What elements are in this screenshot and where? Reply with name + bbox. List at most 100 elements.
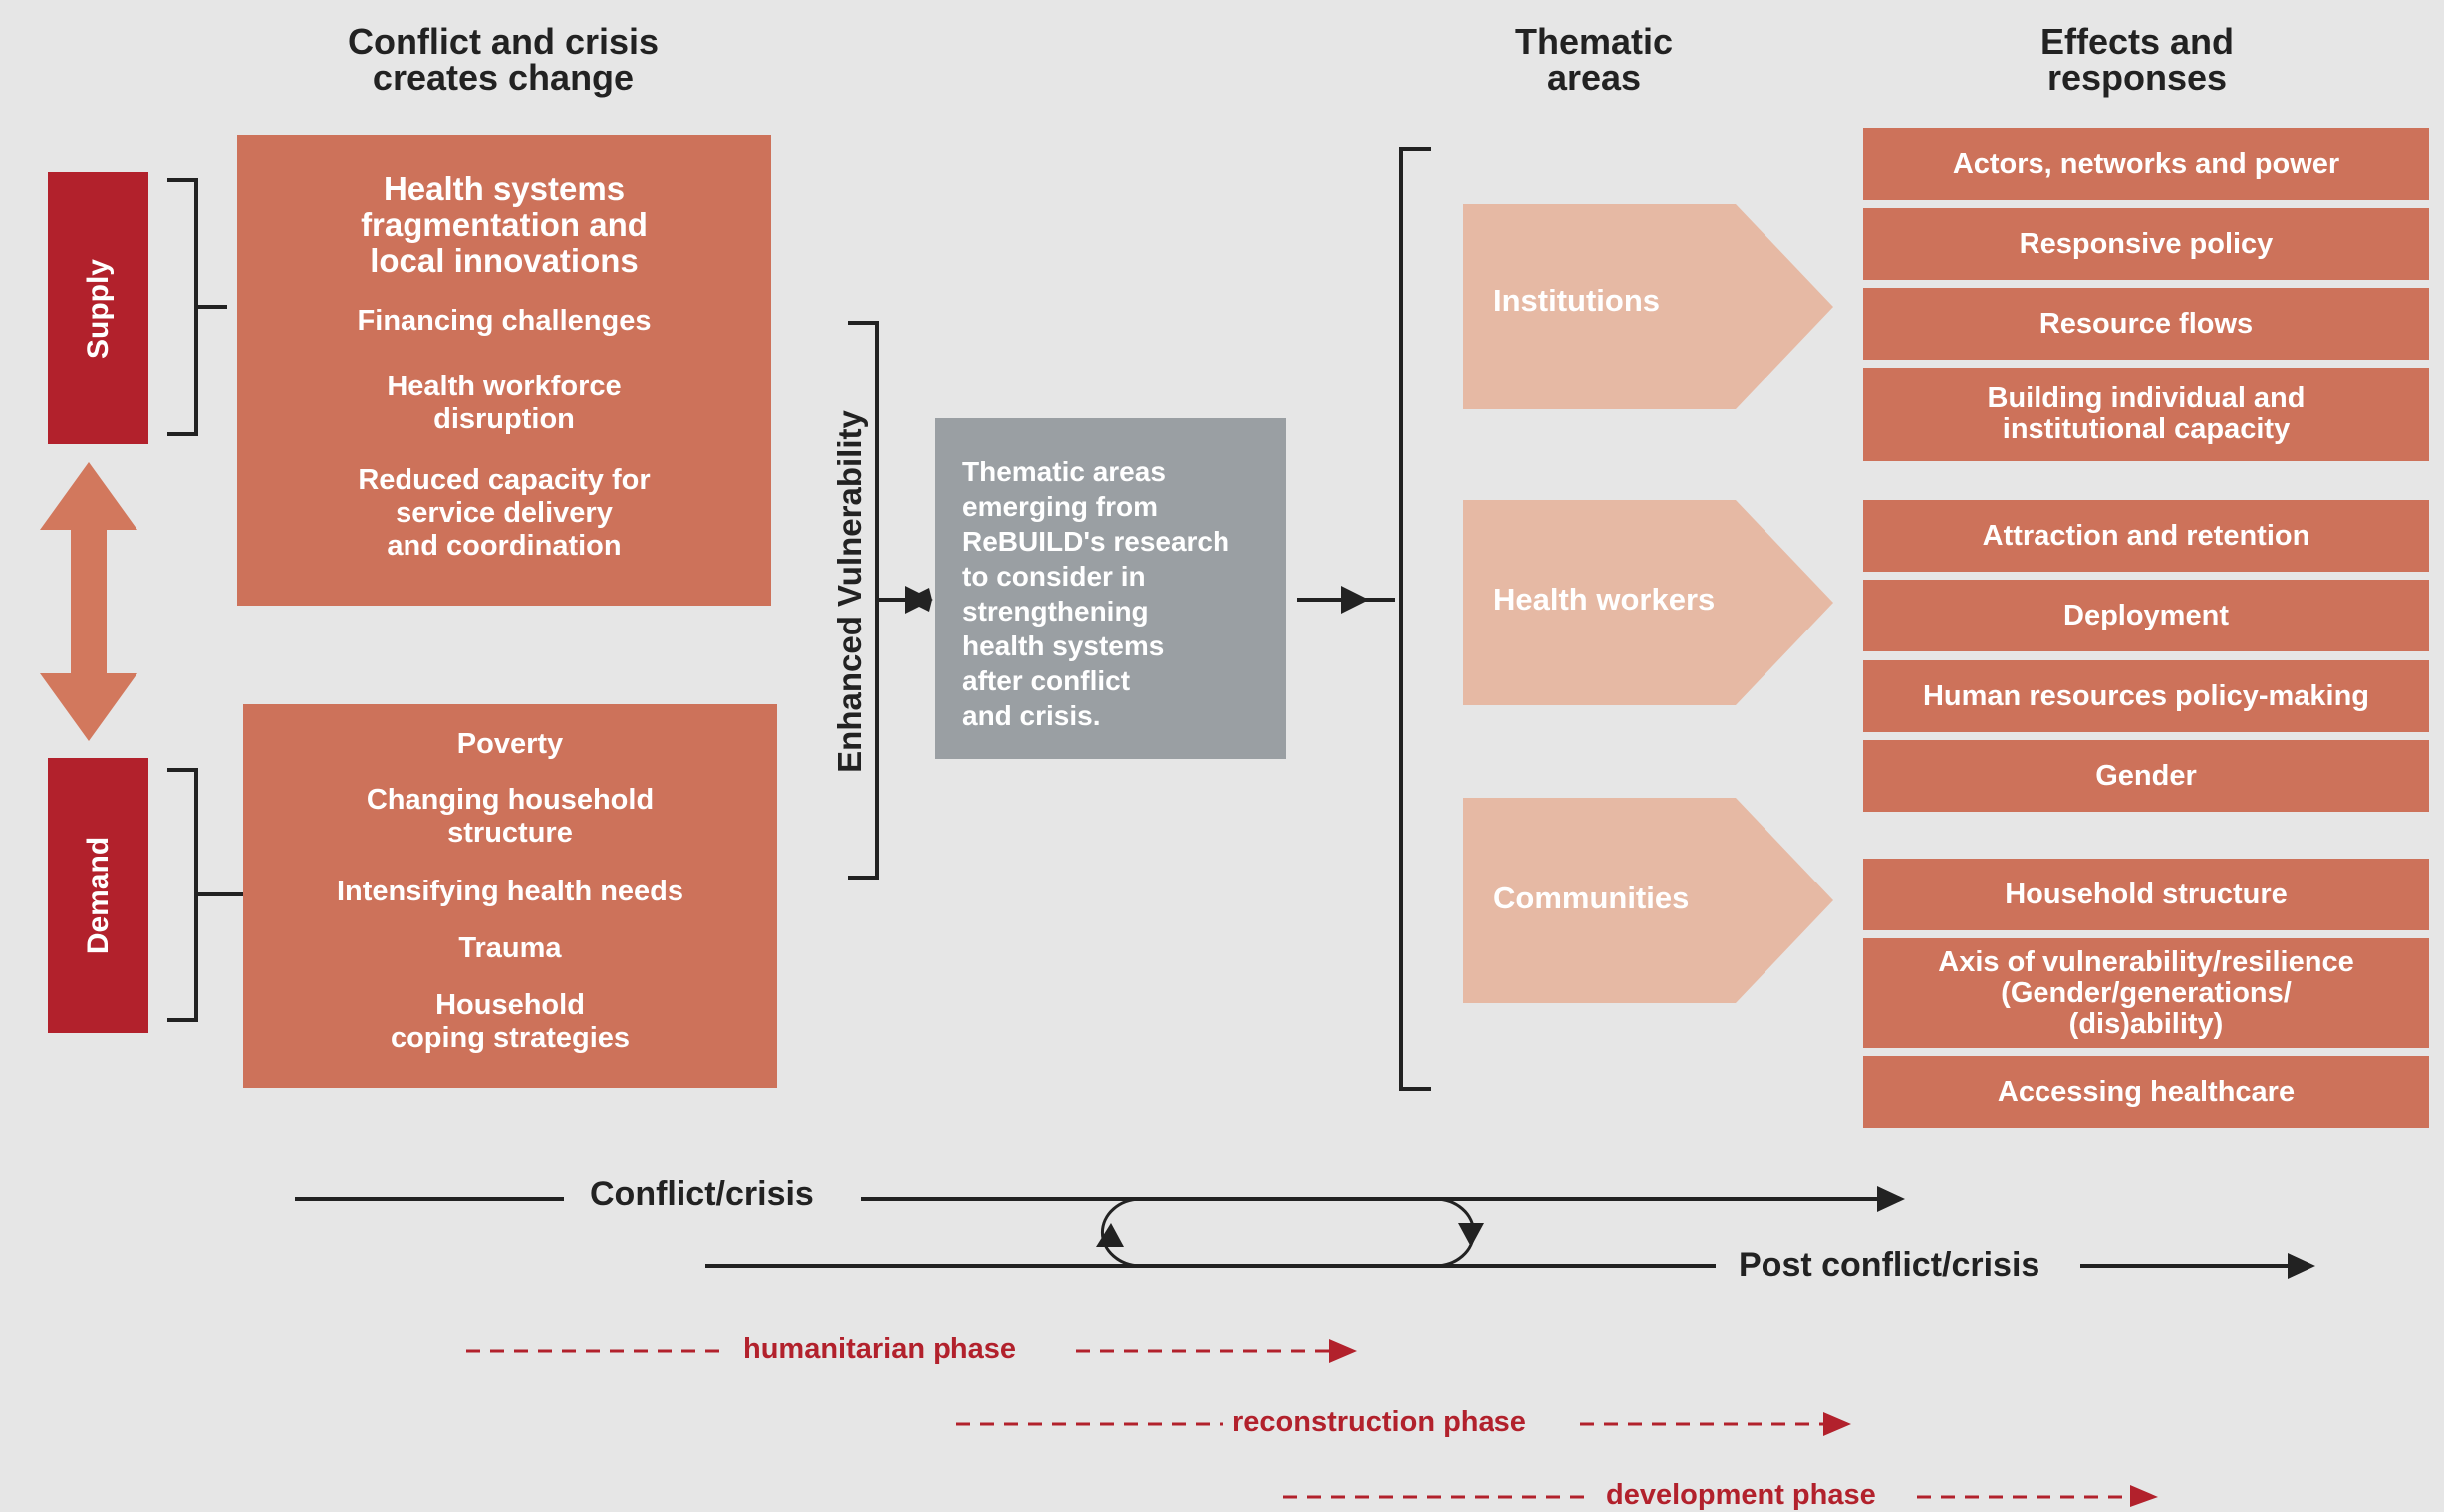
header-conflict-line1: Conflict and crisis: [347, 21, 660, 62]
supply-item-capacity-line1: Reduced capacity for: [358, 464, 651, 496]
supply-item-capacity: Reduced capacity for service delivery an…: [257, 464, 751, 563]
arrowhead-conflict: [1877, 1186, 1905, 1212]
effect-actors-networks: Actors, networks and power: [1863, 128, 2429, 200]
vulnerability-label: Enhanced Vulnerability: [831, 410, 868, 773]
supply-box: Health systems fragmentation and local i…: [237, 135, 771, 606]
supply-item-financing: Financing challenges: [257, 305, 751, 338]
central-line-8: and crisis.: [962, 700, 1101, 731]
effect-deployment: Deployment: [1863, 580, 2429, 651]
header-thematic: Thematic areas: [1435, 24, 1754, 96]
demand-item-household-structure-line1: Changing household: [366, 784, 655, 816]
central-line-4: to consider in: [962, 561, 1146, 592]
supply-title-line3: local innovations: [370, 242, 639, 279]
effect-attraction-retention: Attraction and retention: [1863, 500, 2429, 572]
central-line-3: ReBUILD's research: [962, 526, 1230, 557]
demand-item-coping-line1: Household: [435, 989, 585, 1021]
effect-capacity-line2: institutional capacity: [2002, 413, 2291, 445]
header-effects: Effects and responses: [1943, 24, 2331, 96]
supply-item-workforce-line1: Health workforce: [387, 371, 622, 402]
loop-arrowhead-down: [1458, 1223, 1484, 1247]
supply-bar: Supply: [48, 172, 148, 444]
humanitarian-arrowhead: [1329, 1339, 1357, 1363]
effect-deployment-line1: Deployment: [2063, 599, 2229, 631]
effect-vulnerability-axis-line1: Axis of vulnerability/resilience: [1938, 945, 2354, 978]
supply-title-line2: fragmentation and: [361, 206, 648, 243]
reconstruction-arrowhead: [1823, 1412, 1851, 1436]
phase-reconstruction: reconstruction phase: [1232, 1406, 1526, 1438]
header-effects-line1: Effects and: [2039, 21, 2235, 62]
demand-item-household-structure: Changing household structure: [263, 784, 757, 850]
supply-label: Supply: [81, 258, 115, 359]
effect-vulnerability-axis: Axis of vulnerability/resilience (Gender…: [1863, 938, 2429, 1048]
demand-item-coping-line2: coping strategies: [390, 1022, 631, 1054]
theme-communities: Communities: [1494, 881, 1690, 915]
effect-attraction-retention-line1: Attraction and retention: [1982, 519, 2310, 552]
effect-vulnerability-axis-line3: (dis)ability): [2068, 1007, 2224, 1040]
central-line-1: Thematic areas: [962, 456, 1166, 487]
effect-resource-flows: Resource flows: [1863, 288, 2429, 360]
effect-gender-line1: Gender: [2095, 759, 2197, 792]
header-conflict-line2: creates change: [372, 57, 635, 98]
effect-capacity-line1: Building individual and: [1987, 382, 2306, 414]
effect-actors-networks-line1: Actors, networks and power: [1952, 147, 2340, 180]
vulnerability-bracket: [848, 321, 879, 880]
demand-item-poverty: Poverty: [263, 728, 757, 761]
header-thematic-line1: Thematic: [1514, 21, 1674, 62]
effect-vulnerability-axis-line2: (Gender/generations/: [2001, 976, 2292, 1009]
effect-household-structure: Household structure: [1863, 859, 2429, 930]
supply-item-capacity-line2: service delivery: [396, 497, 613, 529]
theme-arrow-institutions: [1463, 204, 1833, 409]
arrowhead-to-thematic: [1341, 586, 1369, 614]
demand-item-trauma-line1: Trauma: [458, 932, 562, 964]
theme-health-workers: Health workers: [1494, 582, 1716, 617]
thematic-bracket: [1399, 147, 1431, 1091]
demand-label: Demand: [81, 836, 115, 955]
effect-hr-policy: Human resources policy-making: [1863, 660, 2429, 732]
timeline-post-label: Post conflict/crisis: [1739, 1246, 2040, 1284]
demand-item-coping: Household coping strategies: [263, 989, 757, 1055]
theme-arrow-communities: [1463, 798, 1833, 1003]
central-box: Thematic areas emerging from ReBUILD's r…: [935, 418, 1286, 759]
effect-accessing-healthcare-line1: Accessing healthcare: [1997, 1075, 2296, 1108]
central-line-7: after conflict: [962, 665, 1131, 696]
effect-responsive-policy-line1: Responsive policy: [2019, 227, 2274, 260]
supply-title-line1: Health systems: [383, 170, 626, 207]
demand-item-trauma: Trauma: [263, 932, 757, 965]
arrowhead-post: [2288, 1253, 2315, 1279]
phase-humanitarian: humanitarian phase: [743, 1333, 1016, 1365]
supply-bracket: [167, 178, 227, 436]
demand-item-household-structure-line2: structure: [447, 817, 573, 849]
supply-item-financing-line1: Financing challenges: [357, 305, 652, 337]
effect-hr-policy-line1: Human resources policy-making: [1922, 679, 2370, 712]
effect-accessing-healthcare: Accessing healthcare: [1863, 1056, 2429, 1128]
demand-item-poverty-line1: Poverty: [456, 728, 564, 760]
phase-development: development phase: [1606, 1479, 1876, 1511]
theme-institutions: Institutions: [1494, 283, 1661, 318]
development-arrowhead: [2130, 1485, 2158, 1507]
effect-responsive-policy: Responsive policy: [1863, 208, 2429, 280]
demand-box: Poverty Changing household structure Int…: [243, 704, 777, 1088]
timeline-conflict-label: Conflict/crisis: [590, 1175, 814, 1213]
header-thematic-line2: areas: [1546, 57, 1642, 98]
central-line-2: emerging from: [962, 491, 1159, 522]
supply-item-workforce: Health workforce disruption: [257, 371, 751, 436]
demand-bracket: [167, 768, 245, 1022]
supply-item-capacity-line3: and coordination: [387, 530, 622, 562]
demand-bar: Demand: [48, 758, 148, 1033]
supply-title: Health systems fragmentation and local i…: [257, 171, 751, 279]
supply-demand-double-arrow: [40, 462, 137, 741]
supply-item-workforce-line2: disruption: [433, 403, 575, 435]
effect-household-structure-line1: Household structure: [2005, 878, 2288, 910]
loop-arrowhead-up: [1096, 1223, 1124, 1247]
effect-capacity: Building individual and institutional ca…: [1863, 368, 2429, 461]
effect-gender: Gender: [1863, 740, 2429, 812]
effect-resource-flows-line1: Resource flows: [2038, 307, 2254, 340]
demand-item-health-needs-line1: Intensifying health needs: [336, 876, 684, 907]
header-conflict: Conflict and crisis creates change: [279, 24, 727, 96]
central-line-5: strengthening: [962, 596, 1149, 627]
header-effects-line2: responses: [2046, 57, 2228, 98]
transition-loop: [1100, 1197, 1476, 1268]
demand-item-health-needs: Intensifying health needs: [263, 876, 757, 908]
theme-arrow-health-workers: [1463, 500, 1833, 705]
central-line-6: health systems: [962, 630, 1165, 661]
